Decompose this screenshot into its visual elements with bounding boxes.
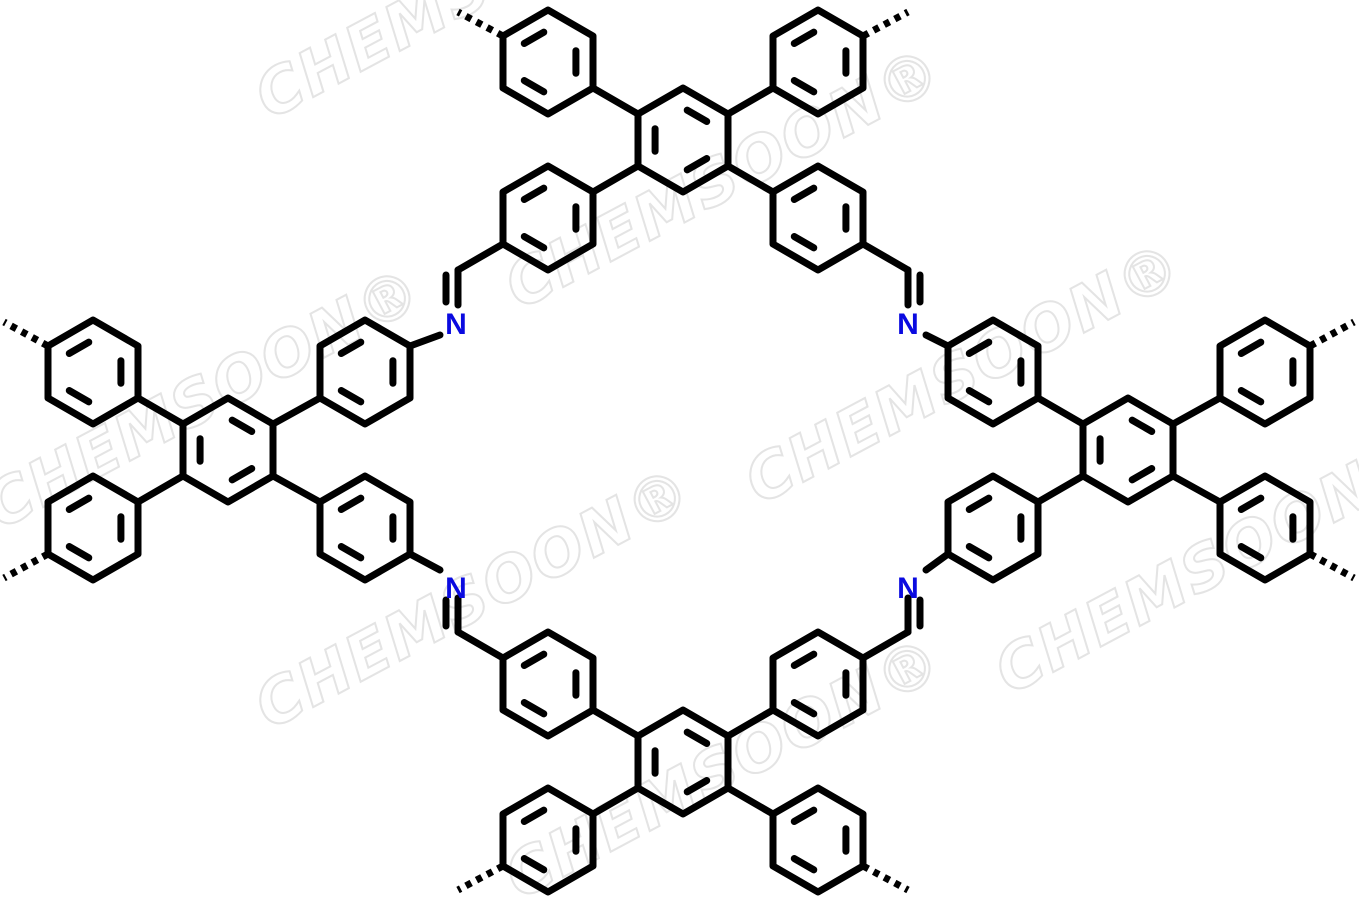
- phenyl-right-lr: [1216, 472, 1314, 584]
- phenyl-bottom-ul-double-bond: [520, 699, 548, 718]
- continuation-bond: [861, 862, 910, 894]
- phenyl-right-lr-double-bond: [1237, 494, 1265, 513]
- continuation-bond: [861, 8, 910, 40]
- aryl-bond: [589, 706, 642, 740]
- phenyl-right-ul-double-bond: [965, 387, 993, 406]
- central-benzene-bottom-double-bond: [683, 728, 711, 747]
- phenyl-top-lr-double-bond: [790, 184, 818, 203]
- phenyl-left-lr-double-bond: [337, 494, 365, 513]
- aryl-bond: [269, 394, 324, 428]
- aryl-bond: [1034, 394, 1087, 428]
- phenyl-left-ur-double-bond: [337, 338, 365, 357]
- phenyl-bottom-ll-double-bond: [520, 855, 548, 874]
- imine-nitrogen-upper-left: N: [445, 308, 467, 341]
- phenyl-right-ur: [1216, 316, 1314, 428]
- phenyl-bottom-ur-double-bond: [790, 699, 818, 718]
- phenyl-left-lr: [316, 472, 414, 584]
- n-aryl-bond: [922, 550, 952, 574]
- continuation-bond: [2, 318, 50, 350]
- phenyl-top-ur-double-bond: [790, 28, 818, 47]
- phenyl-left-ll-double-bond: [65, 543, 93, 562]
- phenyl-bottom-ur-double-bond: [790, 650, 818, 669]
- atom-label-layer: N N N N: [445, 308, 919, 605]
- aryl-bond: [269, 472, 324, 506]
- phenyl-bottom-lr-double-bond: [790, 806, 818, 825]
- phenyl-left-ul-double-bond: [65, 338, 93, 357]
- phenyl-right-ll: [944, 472, 1042, 584]
- phenyl-top-ul-double-bond: [520, 77, 548, 96]
- central-benzene-right-double-bond: [1128, 465, 1156, 484]
- imine-ch-bond: [454, 240, 507, 274]
- phenyl-left-lr-double-bond: [337, 543, 365, 562]
- phenyl-left-ll-double-bond: [65, 494, 93, 513]
- n-aryl-bond: [406, 550, 444, 574]
- aryl-bond: [1034, 472, 1087, 506]
- aryl-bond: [589, 84, 642, 118]
- aryl-bond: [589, 162, 642, 196]
- n-aryl-bond: [406, 331, 444, 350]
- continuation-bond: [456, 8, 505, 40]
- watermark-text: CHEMSOON®: [493, 622, 954, 903]
- central-benzene-top-double-bond: [683, 155, 711, 174]
- n-aryl-bond: [922, 331, 952, 350]
- continuation-bond: [456, 862, 505, 894]
- central-benzene-right: [1079, 394, 1177, 506]
- imine-nitrogen-lower-left: N: [445, 572, 467, 605]
- central-benzene-bottom-double-bond: [683, 777, 711, 796]
- phenyl-left-ll: [44, 472, 142, 584]
- phenyl-bottom-ll: [499, 784, 597, 896]
- aryl-bond: [134, 472, 187, 506]
- phenyl-top-ur-double-bond: [790, 77, 818, 96]
- imine-ch-bond: [454, 628, 507, 662]
- phenyl-top-ll-double-bond: [520, 184, 548, 203]
- phenyl-right-ll-double-bond: [965, 543, 993, 562]
- phenyl-left-ul: [44, 316, 142, 428]
- continuation-bond: [1308, 550, 1356, 582]
- phenyl-top-lr-double-bond: [790, 233, 818, 252]
- imine-nitrogen-upper-right: N: [897, 308, 919, 341]
- aryl-bond: [1169, 394, 1224, 428]
- phenyl-top-ll-double-bond: [520, 233, 548, 252]
- aryl-bond: [724, 162, 777, 196]
- imine-ch-bond: [859, 628, 912, 662]
- imine-ch-bond: [859, 240, 912, 274]
- phenyl-left-ul-double-bond: [65, 387, 93, 406]
- imine-nitrogen-lower-right: N: [897, 572, 919, 605]
- central-benzene-right-double-bond: [1128, 416, 1156, 435]
- phenyl-bottom-lr-double-bond: [790, 855, 818, 874]
- phenyl-right-ul-double-bond: [965, 338, 993, 357]
- phenyl-top-ul-double-bond: [520, 28, 548, 47]
- phenyl-top-lr: [769, 162, 867, 274]
- aryl-bond: [724, 706, 777, 740]
- phenyl-bottom-ul: [499, 628, 597, 740]
- phenyl-bottom-lr: [769, 784, 867, 896]
- phenyl-left-ur-double-bond: [337, 387, 365, 406]
- central-benzene-left-double-bond: [228, 416, 256, 435]
- aryl-bond: [134, 394, 187, 428]
- phenyl-right-lr-double-bond: [1237, 543, 1265, 562]
- bond-layer: [2, 6, 1356, 896]
- continuation-bond: [2, 550, 50, 582]
- watermark-text: CHEMSOON®: [733, 227, 1194, 518]
- aryl-bond: [589, 784, 642, 818]
- phenyl-top-ul: [499, 6, 597, 118]
- phenyl-bottom-ul-double-bond: [520, 650, 548, 669]
- phenyl-right-ur-double-bond: [1237, 338, 1265, 357]
- phenyl-bottom-ll-double-bond: [520, 806, 548, 825]
- phenyl-right-ur-double-bond: [1237, 387, 1265, 406]
- aryl-bond: [724, 784, 777, 818]
- aryl-bond: [1169, 472, 1224, 506]
- central-benzene-top-double-bond: [683, 106, 711, 125]
- central-benzene-left-double-bond: [228, 465, 256, 484]
- phenyl-right-ll-double-bond: [965, 494, 993, 513]
- aryl-bond: [724, 84, 777, 118]
- continuation-bond: [1308, 318, 1356, 350]
